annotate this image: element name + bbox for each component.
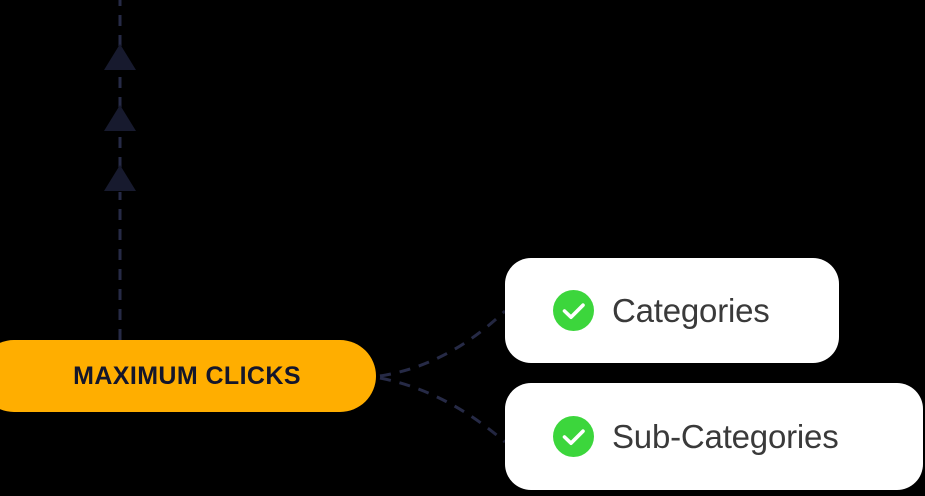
- primary-node-maximum-clicks[interactable]: MAXIMUM CLICKS: [0, 340, 376, 412]
- card-sub-categories-label: Sub-Categories: [612, 417, 839, 455]
- arrow-up-icon-2: [104, 105, 136, 131]
- check-circle-icon: [553, 290, 594, 331]
- card-sub-categories[interactable]: Sub-Categories: [505, 383, 923, 490]
- arrow-up-icon-1: [104, 165, 136, 191]
- card-categories[interactable]: Categories: [505, 258, 839, 363]
- card-categories-label: Categories: [612, 291, 770, 329]
- arrow-up-icon-3: [104, 44, 136, 70]
- check-circle-icon: [553, 416, 594, 457]
- primary-node-label: MAXIMUM CLICKS: [73, 361, 301, 390]
- branch-dashed-line-subcategories: [379, 376, 506, 444]
- branch-dashed-line-categories: [379, 309, 507, 378]
